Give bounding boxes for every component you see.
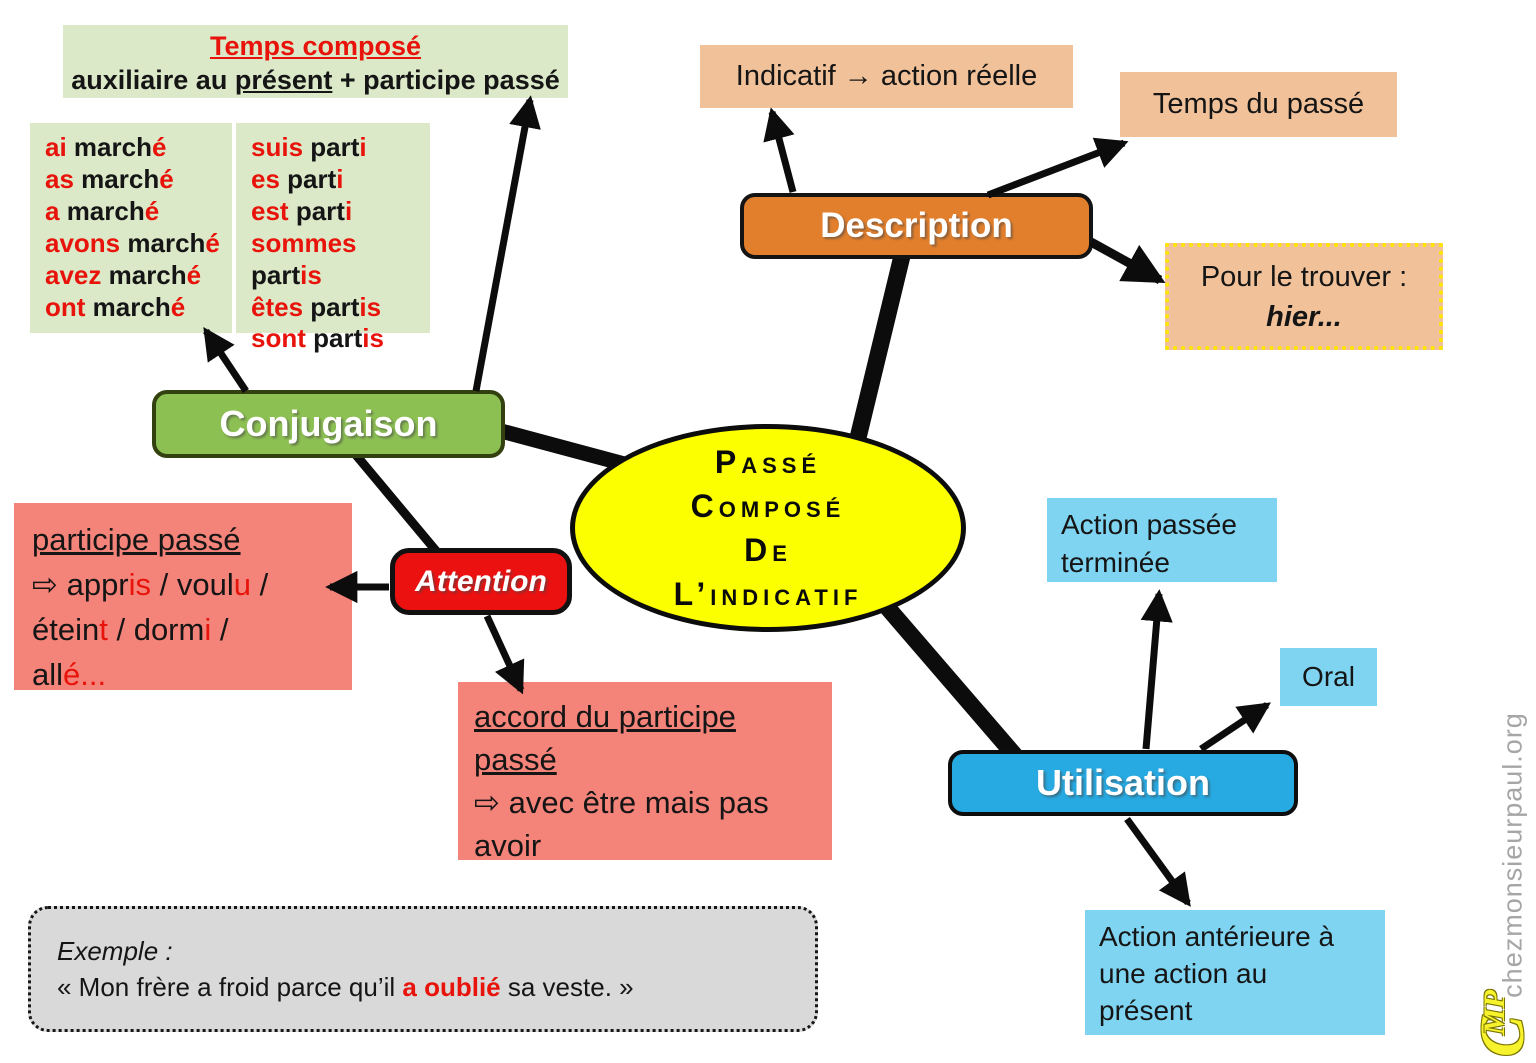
oral-box: Oral	[1280, 648, 1377, 706]
accord-line: ⇨ avec être mais pas	[474, 785, 769, 820]
conjugation-row: ont marché	[45, 291, 186, 322]
action-passee-box: Action passée terminée	[1047, 498, 1277, 582]
exemple-title: Exemple :	[57, 936, 173, 966]
central-topic-line: Passé	[714, 444, 822, 480]
central-topic-line: Composé	[690, 488, 846, 524]
central-topic-line: De	[744, 532, 792, 568]
conjugation-row: est parti	[251, 195, 353, 226]
conjugation-row: suis parti	[251, 132, 367, 162]
pour-le-trouver-text: Pour le trouver :	[1200, 260, 1408, 293]
conjugation-row: sont partis	[251, 323, 384, 354]
participe-line: participe passé	[32, 522, 241, 557]
conjugation-row: as marché	[45, 163, 174, 194]
logo-letters-mp: MP	[1478, 990, 1511, 1035]
indicatif-text: Indicatif → action réelle	[735, 60, 1038, 92]
pour-le-trouver-box: Pour le trouver : hier...	[1165, 243, 1443, 350]
action-anterieure-line: une action au	[1099, 958, 1268, 989]
arrow-description-to-trouver	[1088, 238, 1166, 284]
conjugation-row: avons marché	[45, 227, 220, 258]
conjugaison-label: Conjugaison	[219, 403, 438, 444]
site-logo: C MP	[1469, 990, 1536, 1059]
arrow-conjugaison-to-list	[203, 326, 249, 393]
watermark-text: chezmonsieurpaul.org	[1497, 712, 1528, 998]
central-topic-line: L’indicatif	[673, 576, 863, 612]
action-anterieure-line: présent	[1099, 995, 1193, 1026]
accord-box: accord du participe passé ⇨ avec être ma…	[458, 682, 832, 863]
temps-du-passe-text: Temps du passé	[1152, 88, 1365, 120]
attention-label: Attention	[415, 564, 547, 598]
conjugation-list-avoir: ai marché as marché a marché avons march…	[30, 123, 232, 333]
link-ellipse-utilisation	[859, 576, 1033, 775]
conjugation-row: êtes partis	[251, 291, 382, 322]
utilisation-label: Utilisation	[1035, 762, 1210, 803]
accord-line: accord du participe	[474, 699, 736, 734]
arrow-utilisation-to-action-passee	[1140, 589, 1173, 750]
conjugation-row: sommes partis	[251, 227, 357, 290]
exemple-sentence: « Mon frère a froid parce qu’il a oublié…	[57, 972, 634, 1002]
arrow-attention-to-accord	[483, 614, 525, 695]
arrow-utilisation-to-oral	[1199, 702, 1272, 752]
description-node: Description	[740, 193, 1093, 259]
link-conjugaison-attention	[351, 450, 442, 557]
attention-node: Attention	[390, 548, 572, 615]
arrow-description-to-indicatif	[763, 107, 797, 193]
indicatif-box: Indicatif → action réelle	[700, 45, 1073, 108]
accord-line: passé	[474, 742, 557, 777]
conjugation-row: ai marché	[45, 132, 167, 162]
participe-line: ⇨ appris / voulu /	[32, 567, 269, 602]
action-passee-line: Action passée	[1061, 509, 1237, 540]
description-label: Description	[820, 206, 1013, 245]
conjugation-list-etre: suis parti es parti est parti sommes par…	[236, 123, 430, 353]
participe-line: allé...	[32, 657, 107, 692]
central-topic-ellipse: Passé Composé De L’indicatif	[570, 424, 966, 632]
action-passee-line: terminée	[1061, 547, 1170, 578]
formula-box: Temps composé auxiliaire au présent + pa…	[63, 25, 568, 98]
utilisation-node: Utilisation	[948, 750, 1298, 816]
formula-title: Temps composé	[209, 31, 422, 61]
conjugation-row: es parti	[251, 163, 344, 194]
conjugation-row: avez marché	[45, 259, 202, 290]
exemple-box: Exemple : « Mon frère a froid parce qu’i…	[28, 906, 818, 1032]
action-anterieure-box: Action antérieure à une action au présen…	[1085, 910, 1385, 1035]
conjugaison-node: Conjugaison	[152, 390, 505, 458]
oral-text: Oral	[1302, 661, 1355, 692]
formula-line: auxiliaire au présent + participe passé	[71, 65, 560, 95]
temps-du-passe-box: Temps du passé	[1120, 72, 1397, 137]
accord-line: avoir	[474, 828, 542, 863]
hier-text: hier...	[1266, 300, 1342, 333]
action-anterieure-line: Action antérieure à	[1099, 921, 1335, 952]
participe-line: éteint / dormi /	[32, 612, 229, 647]
arrow-conjugaison-to-formula	[472, 95, 541, 392]
conjugation-row: a marché	[45, 195, 160, 226]
participe-passe-box: participe passé ⇨ appris / voulu / étein…	[14, 503, 352, 692]
arrow-description-to-temps-du-passe	[986, 137, 1129, 199]
arrow-utilisation-to-action-anterieure	[1124, 816, 1191, 907]
